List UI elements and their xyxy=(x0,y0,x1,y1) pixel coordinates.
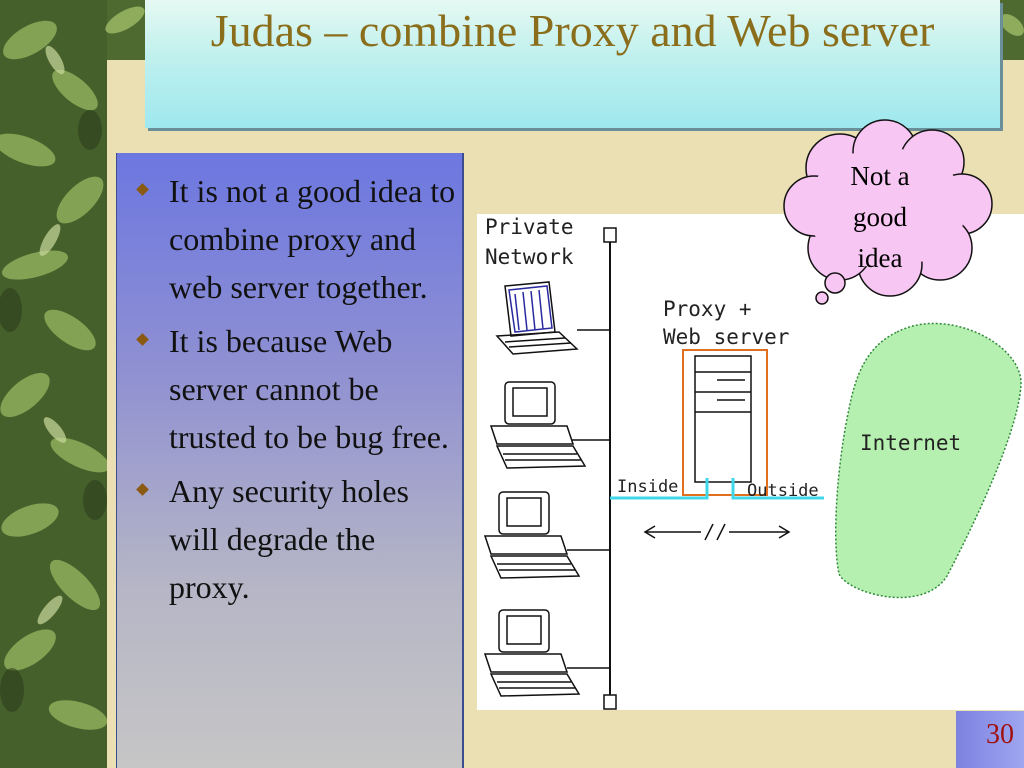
lan-terminator-top xyxy=(603,227,617,243)
bullet-text: It is because Web server cannot be trust… xyxy=(169,323,449,455)
desktop-computer-icon xyxy=(483,491,581,579)
desktop-computer-icon xyxy=(483,609,581,697)
bullet-item: Any security holes will degrade the prox… xyxy=(132,467,457,611)
network-diagram-svg: Private Network xyxy=(483,215,1022,710)
title-box: Judas – combine Proxy and Web server xyxy=(145,0,1000,128)
inside-label: Inside xyxy=(617,477,678,497)
callout-line1: Not a xyxy=(850,161,910,191)
network-diagram: Private Network xyxy=(477,214,1024,710)
callout-text: Not a good idea xyxy=(820,156,940,279)
internet-cloud xyxy=(835,322,1022,599)
outside-link xyxy=(731,478,824,500)
page-number-box: 30 xyxy=(956,711,1024,768)
leaf-background-left xyxy=(0,0,107,768)
bullet-text: It is not a good idea to combine proxy a… xyxy=(169,173,456,305)
proxy-label-line1: Proxy + xyxy=(663,297,752,321)
thought-cloud xyxy=(783,119,993,305)
distance-arrow-icon xyxy=(643,523,791,541)
bullet-diamond-icon xyxy=(136,483,149,496)
proxy-label-line2: Web server xyxy=(663,325,789,349)
bullet-item: It is not a good idea to combine proxy a… xyxy=(132,167,457,311)
server-tower-icon xyxy=(694,355,752,483)
proxy-frame xyxy=(682,349,768,496)
inside-link xyxy=(610,478,709,500)
outside-label: Outside xyxy=(747,481,819,501)
bullet-item: It is because Web server cannot be trust… xyxy=(132,317,457,461)
page-number: 30 xyxy=(986,719,1014,750)
bullets-panel: It is not a good idea to combine proxy a… xyxy=(117,153,462,768)
desktop-computer-icon xyxy=(489,381,587,469)
private-label-line1: Private xyxy=(485,215,574,239)
bullet-diamond-icon xyxy=(136,333,149,346)
bullet-list: It is not a good idea to combine proxy a… xyxy=(132,167,457,617)
bullet-diamond-icon xyxy=(136,183,149,196)
callout-line2: good xyxy=(853,202,907,232)
internet-label: Internet xyxy=(860,431,961,455)
private-label-line2: Network xyxy=(485,245,574,269)
slide-title: Judas – combine Proxy and Web server xyxy=(210,5,935,56)
bullet-text: Any security holes will degrade the prox… xyxy=(169,473,409,605)
callout-line3: idea xyxy=(857,243,903,273)
leaf-pattern xyxy=(0,0,107,768)
laptop-icon xyxy=(495,281,579,355)
lan-terminator-bottom xyxy=(603,694,617,710)
